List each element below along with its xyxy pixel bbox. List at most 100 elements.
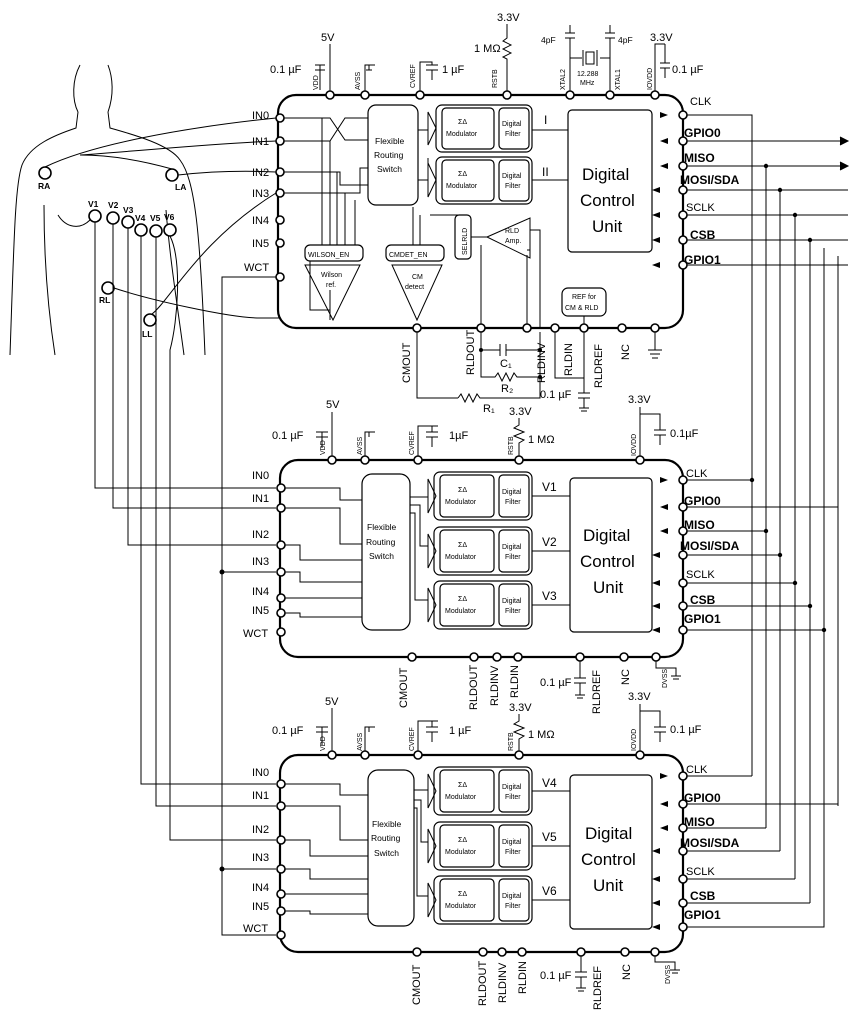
filter-label: Filter	[505, 183, 521, 190]
nc-pin-label: NC	[620, 669, 632, 685]
electrode-label: V6	[164, 212, 175, 222]
chip-1-dcu: Digital Control Unit	[567, 109, 653, 253]
miso-label: MISO	[684, 518, 715, 532]
channel-output-label: V1	[542, 480, 557, 494]
input-pin-label: IN0	[252, 767, 269, 779]
lead-wires	[44, 117, 330, 936]
chip-2-inputs: IN0 IN1 IN2 IN3 IN4 IN5 WCT	[243, 470, 286, 640]
channel-output-label: II	[542, 165, 549, 179]
rldout-pin-label: RLDOUT	[477, 960, 489, 1006]
chip-1: 5V 0.1 µF VDD AVSS CVREF 1 µF 3.3V 1 MΩ …	[244, 12, 740, 415]
chip-2-dcu: Digital Control Unit	[569, 477, 653, 633]
dcu-label: Digital	[582, 165, 629, 184]
chip-3-io: CLK GPIO0 MISO MOSI/SDA SCLK CSB GPIO1	[678, 764, 740, 932]
chip-3: 5V 0.1 µF VDD AVSS CVREF 1 µF 3.3V 1 MΩ …	[243, 691, 740, 1010]
input-pin-label: IN2	[252, 167, 269, 179]
wilson-ref-label: ref.	[326, 282, 336, 289]
switch-label: Routing	[374, 150, 404, 160]
iovdd-supply-label: 3.3V	[650, 32, 673, 44]
dcu-label: Control	[581, 850, 636, 869]
iovdd-supply-label: 3.3V	[628, 691, 651, 703]
sigma-delta-label: ΣΔ	[458, 837, 467, 844]
chip-1-channel-2: ΣΔ Modulator Digital Filter II	[427, 156, 568, 205]
channel-output-label: V4	[542, 776, 557, 790]
chip-2-io: CLK GPIO0 MISO MOSI/SDA SCLK CSB GPIO1	[678, 468, 740, 635]
gpio1-label: GPIO1	[684, 253, 721, 267]
rldref-pin-label: RLDREF	[592, 966, 604, 1010]
rld-block: SELRLD RLD Amp. REF for CM & RLD	[454, 214, 607, 328]
input-pin-label: IN4	[252, 215, 269, 227]
electrode-label: LA	[175, 182, 186, 192]
electrode-v3: V3	[121, 205, 135, 229]
switch-label: Switch	[374, 848, 399, 858]
rldref-pin-label: RLDREF	[593, 344, 605, 388]
rldin-pin-label: RLDIN	[517, 961, 529, 994]
switch-label: Switch	[369, 551, 394, 561]
chip-3-supplies: 5V 0.1 µF VDD AVSS CVREF 1 µF 3.3V 1 MΩ …	[272, 691, 702, 755]
rldref-cap-label: 0.1 µF	[540, 970, 572, 982]
clk-label: CLK	[690, 96, 712, 108]
sigma-delta-label: ΣΔ	[458, 171, 467, 178]
filter-label: Digital	[502, 544, 522, 551]
filter-label: Digital	[502, 121, 522, 128]
vdd-cap-label: 0.1 µF	[272, 430, 304, 442]
electrode-label: RL	[99, 295, 110, 305]
cmout-pin-label: CMOUT	[401, 342, 413, 383]
c1-label: C₁	[500, 358, 512, 370]
dvss-pin-label: DVSS	[662, 669, 669, 688]
electrode-label: V4	[135, 213, 146, 223]
input-pin-label: IN2	[252, 529, 269, 541]
rstb-pin-label: RSTB	[492, 69, 499, 88]
vdd-pin-label: VDD	[320, 736, 327, 751]
cm-detect-label: CM	[412, 274, 423, 281]
chip-2-supplies: 5V 0.1 µF VDD AVSS CVREF 1µF 3.3V 1 MΩ R…	[272, 394, 699, 460]
filter-label: Digital	[502, 839, 522, 846]
cmout-pin-label: CMOUT	[398, 667, 410, 708]
chip-1-inputs: IN0 IN1 IN2 IN3 IN4 IN5 WCT	[244, 110, 285, 282]
rstb-pin-label: RSTB	[508, 436, 515, 455]
sigma-delta-label: ΣΔ	[458, 782, 467, 789]
gpio0-label: GPIO0	[684, 494, 721, 508]
filter-label: Filter	[505, 794, 521, 801]
cmdet-en-label: CMDET_EN	[389, 252, 428, 259]
vdd-pin-label: VDD	[313, 75, 320, 90]
channel-output-label: V5	[542, 830, 557, 844]
clk-label: CLK	[686, 764, 708, 776]
avss-pin-label: AVSS	[357, 437, 364, 455]
filter-label: Filter	[505, 499, 521, 506]
csb-label: CSB	[690, 593, 716, 607]
input-pin-label: IN2	[252, 824, 269, 836]
input-pin-label: WCT	[243, 628, 268, 640]
gpio1-label: GPIO1	[684, 908, 721, 922]
rldinv-pin-label: RLDINV	[536, 342, 548, 383]
filter-label: Digital	[502, 489, 522, 496]
rldin-pin-label: RLDIN	[509, 665, 521, 698]
channel-output-label: I	[544, 113, 547, 127]
iovdd-cap-label: 0.1 µF	[670, 724, 702, 736]
chip-2-channels: ΣΔ Modulator Digital Filter V1 ΣΔ Modula…	[427, 471, 570, 630]
rldref-cap-label: 0.1 µF	[540, 389, 572, 401]
electrode-label: V2	[108, 200, 119, 210]
miso-label: MISO	[684, 151, 715, 165]
rldout-pin-label: RLDOUT	[465, 329, 477, 375]
gpio0-label: GPIO0	[684, 791, 721, 805]
modulator-label: Modulator	[445, 554, 477, 561]
input-pin-label: WCT	[244, 262, 269, 274]
nc-pin-label: NC	[620, 344, 632, 360]
sigma-delta-label: ΣΔ	[458, 119, 467, 126]
sclk-label: SCLK	[686, 866, 715, 878]
electrode-ra: RA	[38, 166, 52, 191]
ref-block-label: REF for	[572, 294, 597, 301]
input-pin-label: IN4	[252, 882, 269, 894]
electrode-la: LA	[165, 168, 186, 192]
dcu-label: Control	[580, 552, 635, 571]
iovdd-pin-label: IOVDD	[631, 434, 638, 456]
sigma-delta-label: ΣΔ	[458, 487, 467, 494]
gpio0-label: GPIO0	[684, 126, 721, 140]
input-pin-label: IN0	[252, 470, 269, 482]
modulator-label: Modulator	[446, 131, 478, 138]
rstb-res-label: 1 MΩ	[528, 729, 555, 741]
cvref-cap-label: 1µF	[449, 430, 468, 442]
electrode-v5: V5	[149, 213, 163, 238]
